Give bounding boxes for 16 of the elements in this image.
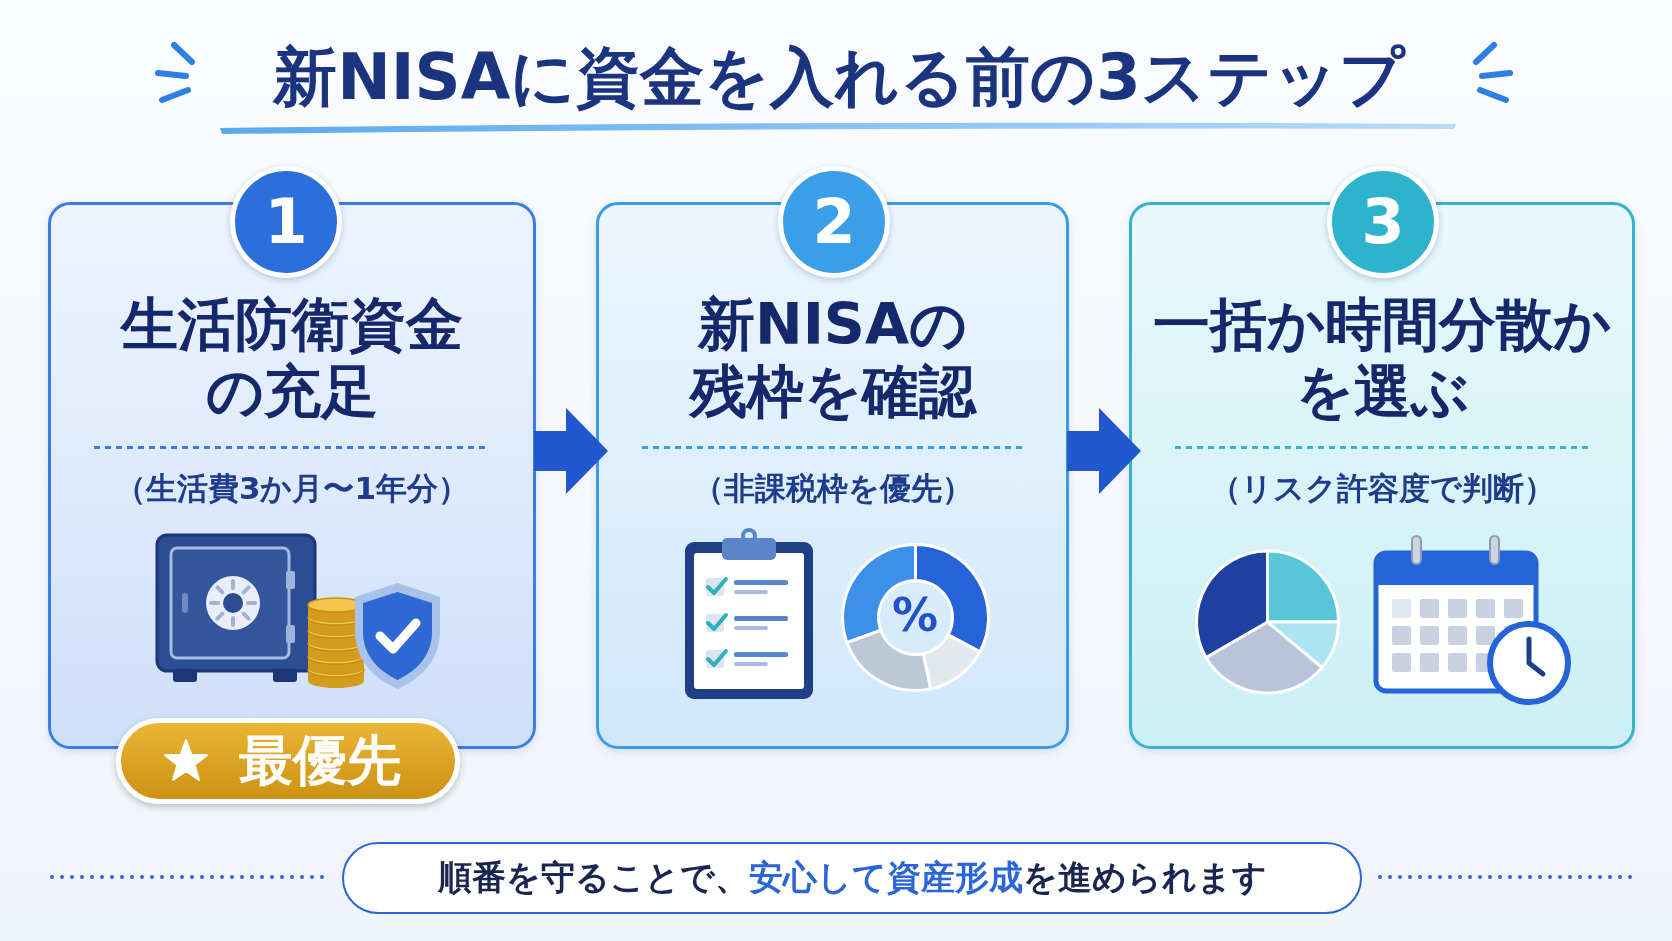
step-note: （リスク許容度で判断） [1209, 469, 1555, 508]
arrow [1067, 407, 1141, 494]
number-circle: 3 [1327, 166, 1439, 278]
percent-sign: % [891, 589, 939, 641]
number-circle: 1 [230, 166, 342, 278]
step-heading: 新NISAの残枠を確認 [687, 291, 978, 425]
title: 新NISAに資金を入れる前の3ステップ [273, 39, 1405, 116]
step-heading: 生活防衛資金の充足 [119, 291, 464, 425]
step-heading: 一括か時間分散かを選ぶ [1152, 291, 1612, 425]
arrow [534, 407, 608, 494]
priority-label: 最優先 [239, 728, 401, 794]
step-note: （非課税枠を優先） [692, 469, 973, 508]
step-note: （生活費3か月〜1年分） [114, 469, 470, 508]
number-circle: 2 [778, 166, 890, 278]
priority-pill [116, 718, 460, 804]
message-banner: 順番を守ることで、安心して資産形成を進められます [342, 842, 1362, 914]
